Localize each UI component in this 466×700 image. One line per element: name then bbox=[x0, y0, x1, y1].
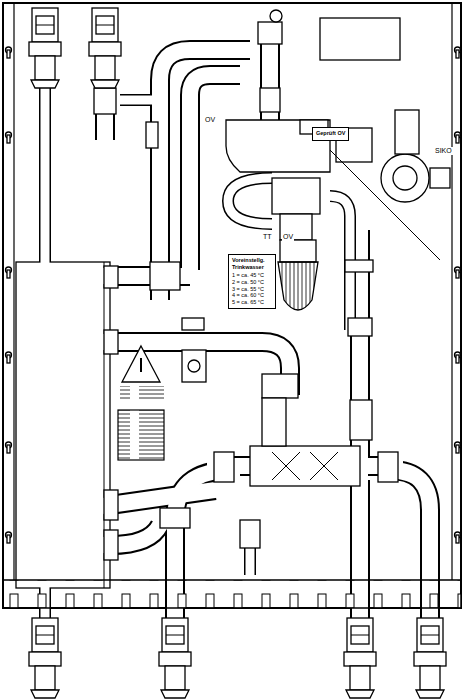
preset-plate: Voreinstellg. Trinkwasser1 = ca. 45 °C2 … bbox=[228, 254, 276, 309]
manifold-valve-block bbox=[250, 446, 360, 486]
thermostat-head bbox=[278, 262, 318, 310]
ball-valve bbox=[344, 618, 376, 698]
ball-valves bbox=[29, 8, 446, 698]
test-sticker: Geprüft OV bbox=[312, 127, 349, 141]
plate-text: Voreinstellg. Trinkwasser bbox=[232, 257, 272, 271]
info-plate bbox=[118, 410, 164, 460]
plate-text: 3 = ca. 55 °C bbox=[232, 286, 272, 293]
mounting-holes bbox=[6, 47, 461, 543]
ball-valve bbox=[29, 618, 61, 698]
blank-plate bbox=[320, 18, 400, 60]
plate-text: 2 = ca. 50 °C bbox=[232, 279, 272, 286]
pressure-reducer bbox=[381, 154, 429, 202]
plate-text: 1 = ca. 45 °C bbox=[232, 272, 272, 279]
plate-text: 5 = ca. 65 °C bbox=[232, 299, 272, 306]
part-label: SIKO bbox=[434, 147, 453, 155]
ball-valve bbox=[159, 618, 191, 698]
check-valve bbox=[182, 350, 206, 382]
pipes bbox=[45, 40, 430, 622]
plate-text: Geprüft OV bbox=[316, 130, 345, 137]
thermostatic-valve bbox=[272, 178, 320, 214]
part-label: TT bbox=[262, 233, 273, 241]
plate-heat-exchanger bbox=[16, 262, 110, 588]
part-label: OV bbox=[282, 233, 294, 241]
housing bbox=[3, 3, 461, 608]
plate-text: 4 = ca. 60 °C bbox=[232, 292, 272, 299]
ball-valve bbox=[29, 8, 61, 88]
warning-triangle bbox=[122, 346, 160, 382]
fittings bbox=[94, 10, 450, 560]
bottom-rail bbox=[3, 580, 461, 608]
ball-valve bbox=[414, 618, 446, 698]
ball-valve bbox=[89, 8, 121, 88]
part-label: OV bbox=[204, 116, 216, 124]
